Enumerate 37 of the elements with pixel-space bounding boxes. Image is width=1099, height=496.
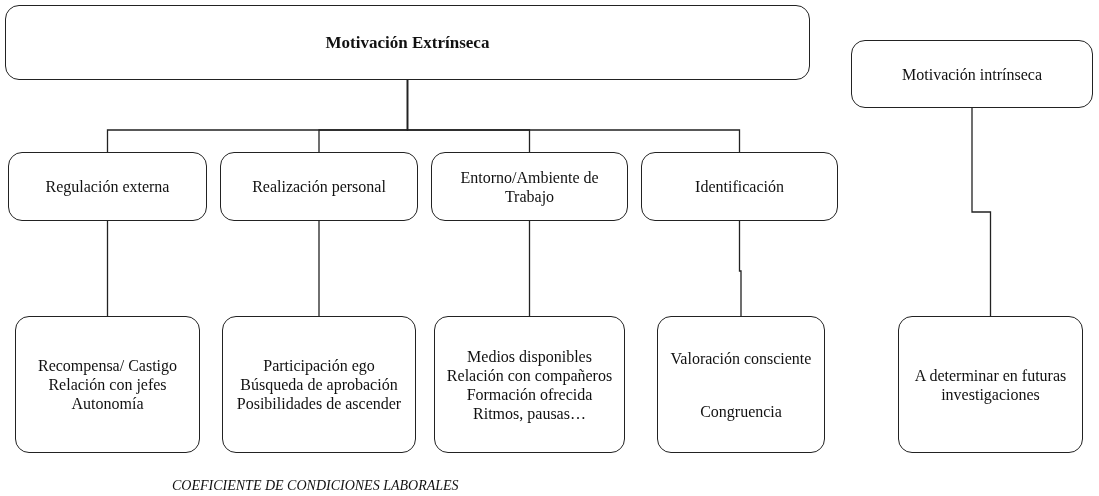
node-text: Participación ego [263,356,375,375]
connector-line [971,107,992,317]
node-text: Formación ofrecida [466,385,593,404]
node-text: Búsqueda de aprobación [240,375,398,394]
node-text: Realización personal [252,177,386,196]
node-text: Congruencia [700,401,782,421]
node-text: Autonomía [71,394,144,413]
detail-box [657,316,825,453]
node-text: Relación con compañeros [446,366,613,385]
node-text: Valoración consciente [670,348,812,368]
detail-box [15,316,200,453]
node-text: Relación con jefes [48,375,167,394]
category-box [641,152,838,221]
detail-box [222,316,416,453]
category-box [8,152,207,221]
category-box [851,40,1093,108]
node-text: Identificación [695,177,784,196]
connector-line [318,220,320,317]
category-box [898,316,1083,453]
node-text: Posibilidades de ascender [236,394,402,413]
category-box [5,5,810,80]
connector-line [738,220,742,317]
node-text: Motivación Extrínseca [325,33,490,52]
node-text: Entorno/Ambiente de Trabajo [459,167,600,206]
node-text: A determinar en futuras investigaciones [913,365,1068,404]
caption: COEFICIENTE DE CONDICIONES LABORALES [172,478,459,494]
node-text: Recompensa/ Castigo [37,356,178,375]
category-box [220,152,418,221]
connector-line [528,220,531,317]
detail-box [434,316,625,453]
connector-line [406,79,741,153]
node-text: Ritmos, pausas… [473,403,586,423]
connector-line [106,220,109,317]
node-text: Medios disponibles [467,346,592,366]
node-text: Regulación externa [45,177,170,196]
node-text: Motivación intrínseca [902,64,1042,84]
category-box [431,152,628,221]
